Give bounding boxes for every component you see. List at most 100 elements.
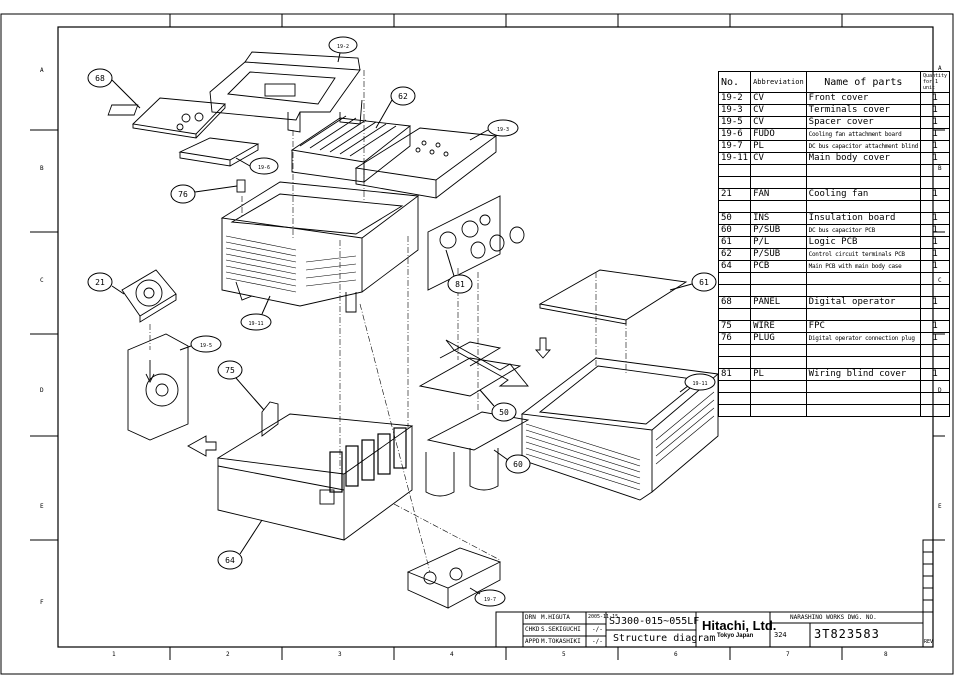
rev-label: REV — [924, 639, 934, 645]
row-marker: C — [40, 277, 44, 284]
cell-no: 60 — [717, 224, 752, 237]
cell-no: 50 — [717, 212, 752, 225]
row-marker: A — [40, 67, 44, 74]
cell-no — [717, 344, 752, 357]
parts-table-row — [717, 344, 951, 357]
cell-no: 19-6 — [717, 128, 752, 141]
cell-no: 76 — [717, 332, 752, 345]
cell-quantity — [919, 284, 951, 297]
cell-no — [717, 200, 752, 213]
col-marker: 1 — [112, 651, 116, 658]
cell-name — [805, 344, 921, 357]
cell-no — [717, 176, 752, 189]
cell-abbreviation: P/SUB — [750, 248, 807, 261]
cell-no — [717, 404, 752, 417]
cell-name — [805, 284, 921, 297]
cell-quantity: 1 — [919, 116, 951, 129]
cell-abbreviation: CV — [750, 92, 807, 105]
parts-table-row — [717, 392, 951, 405]
cell-name: DC bus capacitor PCB — [805, 224, 921, 237]
dwg-prefix: 324 — [774, 631, 787, 639]
cell-name: Main PCB with main body case — [805, 260, 921, 273]
cell-abbreviation — [750, 404, 807, 417]
cell-no — [717, 164, 752, 177]
cell-no — [717, 392, 752, 405]
spacer-cover-part — [127, 333, 189, 441]
cell-quantity — [919, 176, 951, 189]
cell-quantity — [919, 164, 951, 177]
cell-quantity — [919, 404, 951, 417]
cell-abbreviation: PCB — [750, 260, 807, 273]
cell-no: 19-7 — [717, 140, 752, 153]
cell-no: 81 — [717, 368, 752, 381]
cell-abbreviation: INS — [750, 212, 807, 225]
cell-no: 19-2 — [717, 92, 752, 105]
cell-quantity: 1 — [919, 320, 951, 333]
chkd-name: S.SEKIGUCHI — [541, 626, 581, 633]
callout-label: 75 — [225, 366, 235, 375]
terminals-cover-part — [354, 127, 498, 199]
cell-name: FPC — [805, 320, 921, 333]
cell-name: Insulation board — [805, 212, 921, 225]
cell-quantity: 1 — [919, 212, 951, 225]
cell-abbreviation — [750, 344, 807, 357]
parts-table-row — [717, 164, 951, 177]
cell-abbreviation — [750, 164, 807, 177]
cell-name — [805, 356, 921, 369]
cell-abbreviation — [750, 284, 807, 297]
parts-table-row — [717, 284, 951, 297]
wiring-blind-cover-part — [427, 195, 525, 291]
parts-table-row — [717, 272, 951, 285]
cell-name: Wiring blind cover — [805, 368, 921, 381]
callout-label: 19-2 — [337, 44, 349, 50]
drn-date: 2005-11-15 — [588, 614, 619, 620]
cell-no — [717, 284, 752, 297]
cell-quantity: 1 — [919, 296, 951, 309]
cell-quantity: 1 — [919, 188, 951, 201]
cell-name: Logic PCB — [805, 236, 921, 249]
row-marker: F — [40, 599, 44, 606]
cell-name — [805, 164, 921, 177]
chkd-date: -/- — [592, 626, 603, 633]
cell-name — [805, 380, 921, 393]
cell-no: 19-11 — [717, 152, 752, 165]
cell-abbreviation: CV — [750, 116, 807, 129]
cell-no: 68 — [717, 296, 752, 309]
parts-table-row — [717, 176, 951, 189]
callout-label: 81 — [455, 280, 465, 289]
parts-table-row — [717, 380, 951, 393]
parts-table-row — [717, 404, 951, 417]
cell-no — [717, 308, 752, 321]
cell-abbreviation: P/SUB — [750, 224, 807, 237]
cell-no — [717, 356, 752, 369]
cell-abbreviation — [750, 380, 807, 393]
col-marker: 3 — [338, 651, 342, 658]
col-marker: 5 — [562, 651, 566, 658]
cell-name: Digital operator connection plug — [805, 332, 921, 345]
exploded-view — [107, 51, 720, 609]
cell-abbreviation: PANEL — [750, 296, 807, 309]
cell-quantity — [919, 200, 951, 213]
callout-label: 61 — [699, 278, 709, 287]
capacitor-blind-part — [406, 547, 502, 609]
cell-name: Cooling fan attachment board — [805, 128, 921, 141]
cell-no: 19-3 — [717, 104, 752, 117]
cell-quantity — [919, 272, 951, 285]
dc-capacitor-pcb-part — [425, 411, 530, 497]
cell-abbreviation: FUDO — [750, 128, 807, 141]
main-body-cover-part — [220, 181, 420, 313]
col-marker: 2 — [226, 651, 230, 658]
row-marker: B — [40, 165, 44, 172]
cell-name — [805, 272, 921, 285]
cell-quantity: 1 — [919, 128, 951, 141]
control-terminal-pcb-part — [290, 115, 412, 183]
cell-name — [805, 176, 921, 189]
cell-abbreviation — [750, 272, 807, 285]
cell-name: Front cover — [805, 92, 921, 105]
appd-name: M.TOKASHIKI — [541, 638, 581, 645]
drn-role: DRN — [525, 614, 536, 621]
header-name: Name of parts — [805, 71, 921, 93]
col-marker: 6 — [674, 651, 678, 658]
